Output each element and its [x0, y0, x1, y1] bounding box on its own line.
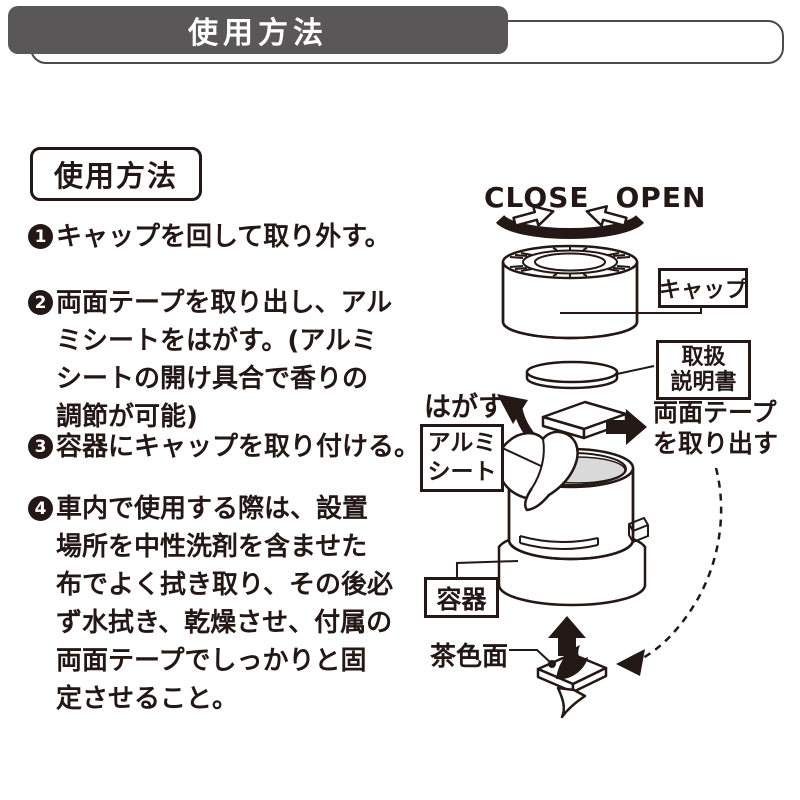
backing-flap [556, 686, 587, 719]
aluminum-sheet-illustration [496, 430, 579, 512]
step-2-number: 2 [28, 290, 53, 315]
step-4: 4 車内で使用する際は、設置 場所を中性洗剤を含ませた 布でよく拭き取り、その後… [28, 490, 393, 718]
step-1-number: 1 [28, 224, 53, 249]
alumi-sheet-label: アルミ シート [420, 424, 504, 492]
brown-leader-line [509, 649, 552, 664]
tape-piece-illustration [541, 400, 628, 440]
header-bar: 使用方法 [8, 6, 508, 54]
container-slot [519, 535, 599, 551]
tape-out-label: 両面テープ を取り出す [653, 398, 779, 458]
step-2-text: 両面テープを取り出し、アル ミシートをはがす。(アルミ シートの開け具合で香りの… [56, 288, 393, 432]
manual-leader-line [616, 365, 655, 375]
tape-bottom-illustration [509, 645, 608, 719]
brown-peel-flap [556, 645, 588, 680]
cap-knurl-ticks [509, 247, 631, 277]
close-label: CLOSE [484, 181, 590, 214]
cap-label: キャップ [658, 268, 748, 308]
brown-leader-dot [548, 660, 556, 668]
manual-disc-illustration [525, 360, 655, 390]
container-label: 容器 [424, 577, 499, 618]
section-title: 使用方法 [30, 147, 202, 201]
step-3-text: 容器にキャップを取り付ける。 [56, 432, 421, 462]
step-4-text: 車内で使用する際は、設置 場所を中性洗剤を含ませた 布でよく拭き取り、その後必 … [56, 494, 393, 714]
rotation-labels: CLOSE OPEN [484, 181, 706, 214]
brown-side-label: 茶色面 [430, 642, 509, 672]
peel-label: はがす [424, 392, 505, 423]
step-3-number: 3 [28, 434, 53, 459]
open-label: OPEN [615, 181, 707, 214]
step-4-number: 4 [28, 496, 53, 521]
dashed-guide-arrow [616, 467, 723, 676]
page-title: 使用方法 [188, 16, 328, 51]
step-1: 1 キャップを回して取り外す。 [28, 218, 391, 256]
step-3: 3 容器にキャップを取り付ける。 [28, 428, 420, 466]
gel-surface [528, 456, 626, 484]
step-1-text: キャップを回して取り外す。 [56, 222, 391, 252]
manual-label: 取扱 説明書 [656, 340, 751, 400]
take-out-arrow-icon [606, 409, 647, 445]
alumi-leader-line [497, 445, 542, 467]
step-2: 2 両面テープを取り出し、アル ミシートをはがす。(アルミ シートの開け具合で香… [28, 284, 392, 436]
up-arrow-icon [548, 616, 586, 656]
container-tab [628, 516, 649, 544]
container-leader-line [456, 560, 519, 577]
